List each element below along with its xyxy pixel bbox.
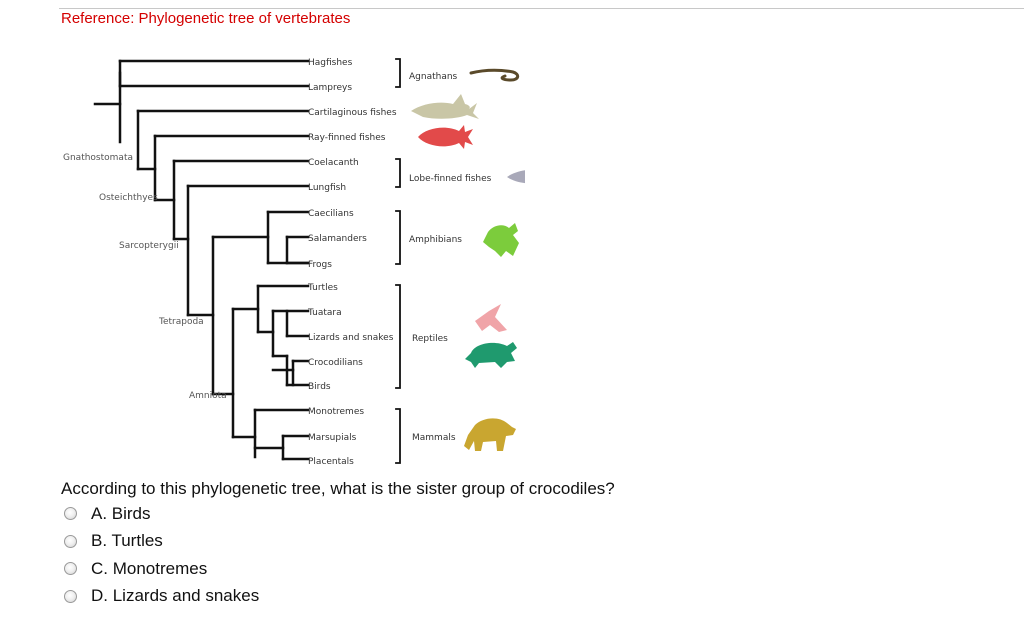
bird-icon [475,304,507,332]
taxon-label: Crocodilians [308,358,363,368]
radio-button[interactable] [64,534,77,548]
taxon-label: Monotremes [308,407,364,417]
taxon-label: Placentals [308,457,354,467]
tuna-icon [418,125,473,149]
option-b[interactable]: B. Turtles [64,528,259,556]
hagfish-icon [469,68,520,82]
frog-icon [483,223,519,257]
bear-icon [464,418,516,451]
turtle-icon [465,342,517,368]
phylogenetic-tree-figure: Hagfishes Lampreys Cartilaginous fishes … [63,58,525,467]
taxon-label: Cartilaginous fishes [308,108,397,118]
option-label: D. Lizards and snakes [91,586,260,606]
answer-options: A. Birds B. Turtles C. Monotremes D. Liz… [64,500,259,610]
option-label: B. Turtles [91,531,163,551]
group-label: Mammals [412,433,456,443]
clade-label: Tetrapoda [158,317,204,327]
taxon-label: Lungfish [308,183,346,193]
radio-button[interactable] [64,507,77,521]
taxon-label: Frogs [308,260,332,270]
option-label: C. Monotremes [91,558,208,578]
clade-label: Amniota [189,391,227,401]
taxon-label: Lampreys [308,83,352,93]
taxon-label: Turtles [307,283,338,293]
shark-icon [411,94,479,119]
clade-label: Gnathostomata [63,153,133,163]
coelacanth-icon [507,170,525,184]
group-label: Reptiles [412,334,448,344]
option-d[interactable]: D. Lizards and snakes [64,583,259,611]
radio-button[interactable] [64,562,77,576]
option-a[interactable]: A. Birds [64,500,259,528]
group-label: Lobe-finned fishes [409,174,492,184]
taxon-label: Hagfishes [308,58,353,68]
radio-button[interactable] [64,589,77,603]
option-label: A. Birds [91,503,151,523]
taxon-label: Caecilians [308,209,354,219]
quiz-question: According to this phylogenetic tree, wha… [61,479,615,498]
taxon-label: Birds [308,382,331,392]
taxon-label: Ray-finned fishes [308,133,386,143]
taxon-label: Marsupials [308,433,357,443]
option-c[interactable]: C. Monotremes [64,555,259,583]
group-label: Amphibians [409,235,462,245]
clade-label: Sarcopterygii [119,241,179,251]
group-label: Agnathans [409,72,458,82]
reference-title: Reference: Phylogenetic tree of vertebra… [61,10,351,27]
taxon-label: Lizards and snakes [308,333,394,343]
taxon-label: Tuatara [307,308,342,318]
tree-branches [93,58,401,464]
clade-label: Osteichthyes [99,193,158,203]
taxon-label: Coelacanth [308,158,359,168]
header-divider [59,8,1024,9]
taxon-label: Salamanders [308,234,367,244]
